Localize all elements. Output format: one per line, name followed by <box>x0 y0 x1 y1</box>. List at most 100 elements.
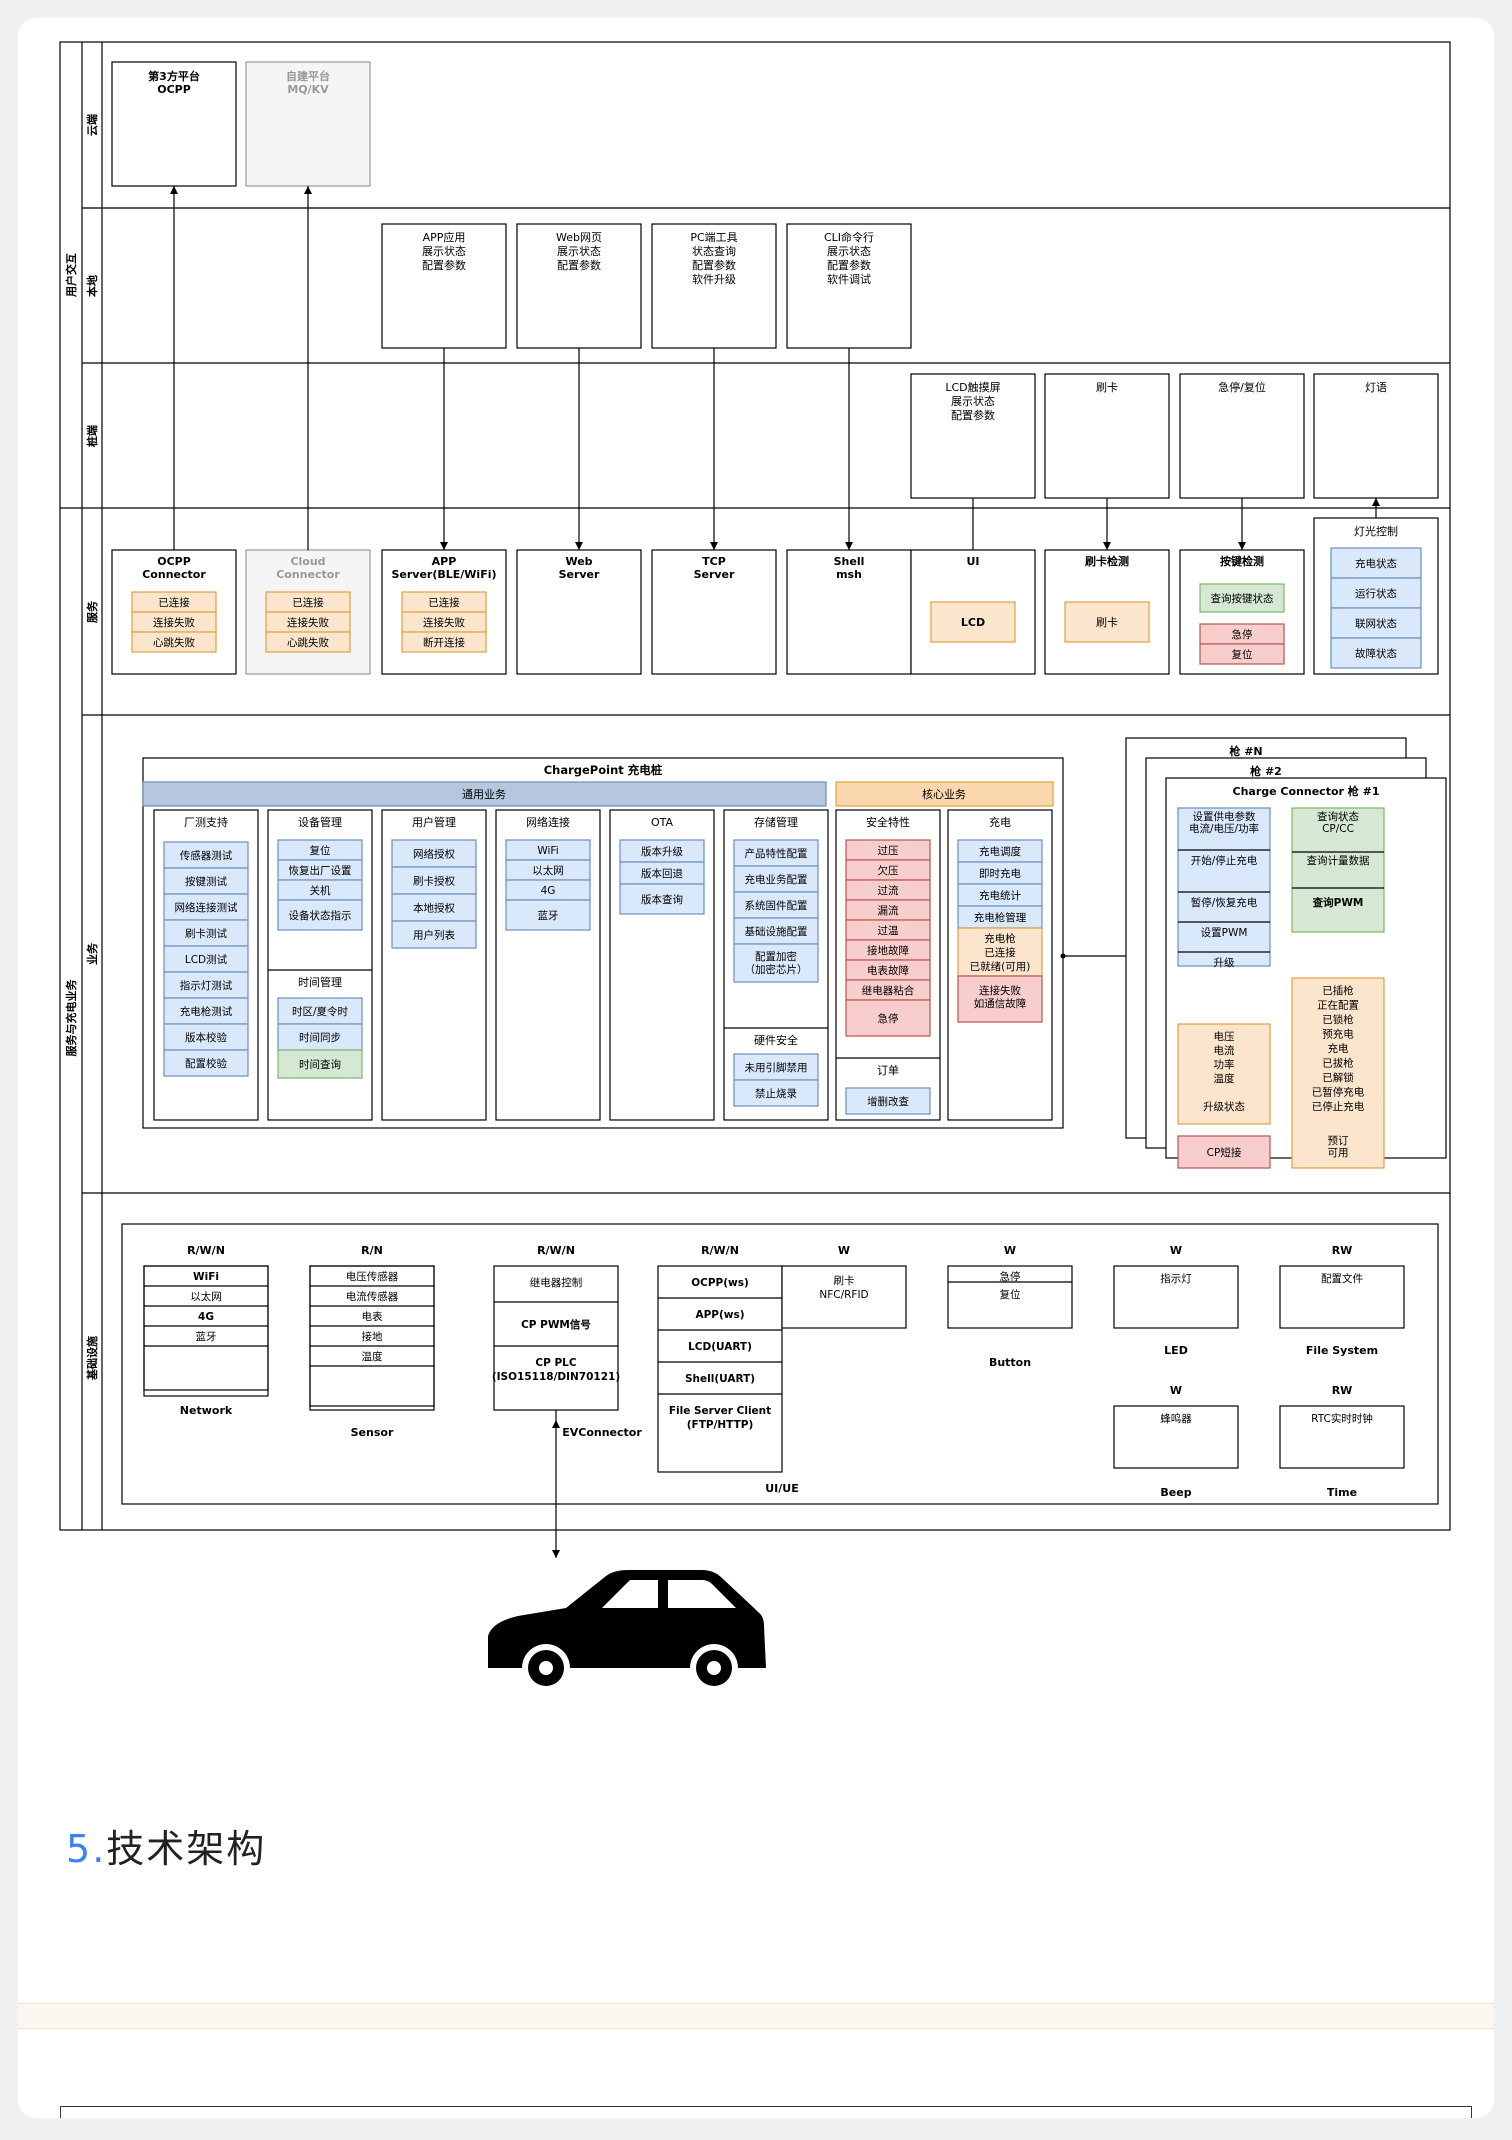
car-hub <box>707 1661 721 1675</box>
layer-label-device: 桩端 <box>85 425 99 447</box>
business-col-title: 厂测支持 <box>184 815 228 829</box>
app-state-label: 断开连接 <box>423 636 465 649</box>
user-item-label: 网络授权 <box>413 848 455 861</box>
safety-item-label: 电表故障 <box>867 964 909 977</box>
service-web-label: Server <box>559 568 600 581</box>
conn-status-label: 可用 <box>1328 1147 1349 1159</box>
ocpp-state <box>131 631 217 653</box>
charge-item-label: 充电调度 <box>979 845 1021 858</box>
infra-nfc-rw: W <box>838 1244 850 1257</box>
infra-time-box <box>1279 1405 1405 1469</box>
ota-item-label: 版本回退 <box>641 867 683 880</box>
service-shell-label: Shell <box>834 555 865 568</box>
local-web-label: 配置参数 <box>557 258 601 272</box>
time-item-label: 时区/夏令时 <box>292 1005 349 1018</box>
infra-uiue-box <box>657 1265 783 1473</box>
infra-led-item: 指示灯 <box>1160 1272 1192 1285</box>
business-col-title: 安全特性 <box>866 815 910 829</box>
car-hub <box>539 1661 553 1675</box>
infra-led-box <box>1113 1265 1239 1329</box>
conn-green-panel <box>1291 807 1385 933</box>
cloud-ocpp-label: OCPP <box>157 83 191 96</box>
user-item <box>391 920 477 949</box>
service-key-red-label: 复位 <box>1232 648 1254 661</box>
conn-status-label: 预充电 <box>1322 1028 1354 1041</box>
infra-button-box <box>947 1265 1073 1329</box>
conn-status-label: 已插枪 <box>1322 984 1354 997</box>
cloud-ocpp-label: 第3方平台 <box>148 69 200 83</box>
local-cli-label: 软件调试 <box>827 272 871 286</box>
infra-sensor-item: 电表 <box>362 1310 383 1323</box>
infra-uiue-item: LCD(UART) <box>688 1341 752 1353</box>
conn-meter-panel <box>1177 1023 1271 1125</box>
conn-status-label: 已拔枪 <box>1322 1057 1354 1070</box>
service-key-query-label: 查询按键状态 <box>1211 592 1274 605</box>
conn-cp-short <box>1177 1135 1271 1169</box>
infra-network-label: Network <box>180 1404 233 1417</box>
service-light-item <box>1330 577 1422 609</box>
storage-enc-label: （加密芯片） <box>745 963 808 976</box>
conn-blue-label: 电流/电压/功率 <box>1189 822 1259 835</box>
conn-status-panel <box>1291 977 1385 1169</box>
gun-2-label: 枪 #2 <box>1250 764 1282 778</box>
infra-beep-box <box>1113 1405 1239 1469</box>
factory-item-label: 刷卡测试 <box>185 927 227 940</box>
infra-button-rw: W <box>1004 1244 1016 1257</box>
conn-green-label: CP/CC <box>1322 823 1354 835</box>
section-number: 5 <box>66 1827 93 1871</box>
hw-sec-title: 硬件安全 <box>754 1033 798 1047</box>
service-key-query <box>1199 583 1285 613</box>
cloud-state-label: 心跳失败 <box>287 636 329 649</box>
chargepoint-title: ChargePoint 充电桩 <box>544 763 663 777</box>
storage-item <box>733 891 819 919</box>
conn-meter-label: 电压 <box>1214 1030 1236 1043</box>
net-item-label: 以太网 <box>532 864 564 877</box>
business-col-title: OTA <box>651 816 674 829</box>
service-tcp-label: TCP <box>702 555 726 568</box>
service-light-item-label: 故障状态 <box>1355 647 1397 660</box>
factory-item <box>163 893 249 921</box>
local-pc-label: 软件升级 <box>692 272 736 286</box>
cloud-self-box <box>245 61 371 187</box>
service-key-red-label: 急停 <box>1232 628 1253 641</box>
service-app-label: APP <box>432 555 457 568</box>
ocpp-state-label: 连接失败 <box>153 616 195 629</box>
factory-item <box>163 1049 249 1077</box>
conn-green-label: 查询PWM <box>1312 896 1364 909</box>
factory-item-label: 传感器测试 <box>180 849 233 862</box>
storage-item-label: 产品特性配置 <box>745 847 808 860</box>
local-cli-label: 配置参数 <box>827 258 871 272</box>
infra-fs-label: File System <box>1306 1344 1378 1357</box>
arrow-head <box>710 542 718 550</box>
device-lcd-label: 展示状态 <box>951 394 995 408</box>
section-title: 技术架构 <box>106 1827 267 1871</box>
infra-network-frame <box>143 1265 269 1391</box>
device-lcd-box <box>910 373 1036 499</box>
infra-button-label: Button <box>989 1356 1031 1369</box>
ocpp-state-label: 已连接 <box>158 596 190 609</box>
service-card-sub-label: 刷卡 <box>1096 616 1118 629</box>
group-label-user: 用户交互 <box>64 253 78 297</box>
net-item <box>505 899 591 931</box>
service-key-red <box>1199 643 1285 665</box>
device-mgmt-item-label: 设备状态指示 <box>289 909 352 922</box>
arrow-head <box>1103 542 1111 550</box>
device-mgmt-item-label: 恢复出厂设置 <box>289 864 352 877</box>
factory-item-label: 充电枪测试 <box>180 1005 233 1018</box>
arrow-head <box>440 542 448 550</box>
factory-item-label: 网络连接测试 <box>175 901 238 914</box>
conn-blue-label: 设置PWM <box>1201 927 1248 939</box>
core-header-label: 核心业务 <box>922 787 966 801</box>
charge-fail-label: 如通信故障 <box>974 997 1027 1010</box>
factory-item <box>163 919 249 947</box>
infra-sensor-item: 电流传感器 <box>346 1290 399 1303</box>
time-query-label: 时间查询 <box>299 1058 341 1071</box>
local-pc-box <box>651 223 777 349</box>
conn-blue-label: 升级 <box>1214 957 1236 969</box>
local-pc-label: 状态查询 <box>692 244 736 258</box>
net-item-label: 4G <box>541 885 556 897</box>
service-shell-box <box>786 549 912 675</box>
ocpp-state-label: 心跳失败 <box>153 636 195 649</box>
factory-item <box>163 1023 249 1051</box>
service-ocpp-label: OCPP <box>157 555 191 568</box>
